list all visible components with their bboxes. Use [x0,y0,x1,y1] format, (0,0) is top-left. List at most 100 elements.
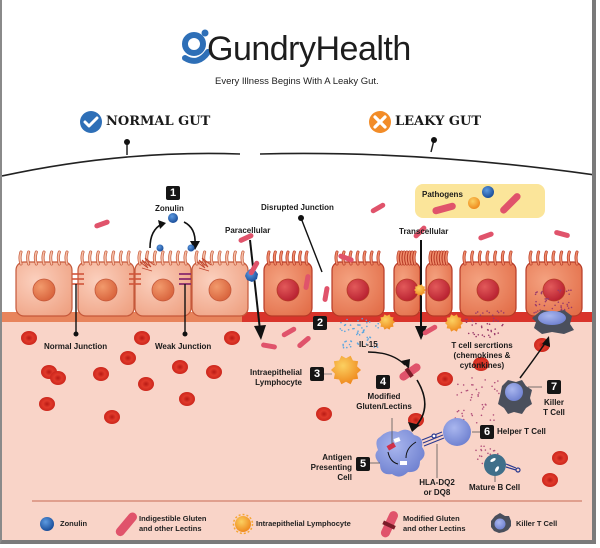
secretion-dot [568,293,570,295]
normal-junction-label: Normal Junction [44,342,108,351]
section-arc-left [2,152,241,177]
pathogen-rod [500,193,521,214]
secretion-dot [567,289,570,292]
red-blood-cell [104,410,120,424]
zonulin-particle [156,244,164,252]
secretion-dot [551,307,554,310]
red-blood-cell [21,331,37,345]
secretion-dot [487,329,489,331]
secretion-dot [365,343,368,345]
secretion-dot [497,380,499,382]
secretion-dot [493,419,495,421]
gluten-to-apc-arrow-head [408,422,420,432]
secretion-dot [456,410,459,413]
gluten-rod [248,260,260,276]
red-blood-cell [172,360,188,374]
secretion-dot [357,319,359,322]
microvillus-fill [445,251,448,265]
microvillus-fill [273,251,277,265]
secretion-dot [478,455,481,457]
gluten-rod [322,286,330,302]
secretion-dot [489,419,492,421]
weak-junction-pointer-dot [182,331,188,337]
secretion-dot [567,307,570,309]
disrupted-junction-label: Disrupted Junction [261,203,334,212]
gluten-rod [554,230,570,238]
microvillus-fill [168,251,172,265]
secretion-dot [493,333,496,336]
secretion-dot [502,312,505,314]
gundry-logo-icon [182,29,211,64]
microvillus-fill [241,251,244,265]
gluten-rod [261,342,277,350]
secretion-dot [471,414,474,417]
secretion-dot [350,340,352,342]
microvillus-fill [57,251,61,265]
secretion-dot [465,389,468,392]
intraepithelial-lymphocyte [414,284,426,296]
microvillus-fill [509,251,512,265]
microvillus-fill [145,251,149,265]
step-badge-3: 3 [310,367,324,381]
pathogen-rod [432,202,456,215]
secretion-dot [557,301,560,303]
secretion-dot [554,304,556,307]
secretion-dot [352,327,354,330]
secretion-dot [344,340,346,343]
nucleus [542,278,566,302]
red-blood-cell [134,331,150,345]
secretion-dot [472,320,474,323]
label-line: Cell [337,473,352,482]
nucleus [94,278,118,302]
secretion-dot [475,322,477,325]
secretion-dot [366,336,369,339]
nucleus [476,278,500,302]
secretion-dot [476,458,479,461]
secretion-dot [497,320,499,323]
gluten-rod [413,225,427,239]
microvillus-fill [19,251,22,265]
leaky-gut-title: LEAKY GUT [395,114,482,129]
secretion-dot [475,335,477,338]
red-blood-cell [316,407,332,421]
leaky-cell [459,250,517,317]
secretion-dot [339,327,342,330]
secretion-dot [467,332,470,335]
secretion-dot [535,311,537,314]
secretion-dot [544,298,547,300]
microvillus-fill [127,251,130,265]
secretion-dot [340,321,342,324]
secretion-dot [484,403,487,406]
gluten-rod [238,233,254,243]
antigen-presenting-cell-label: Antigen Presenting Cell [302,453,352,483]
secretion-dot [562,302,564,305]
red-blood-cell [473,357,489,371]
microvillus-fill [559,251,563,265]
microvillus-fill [161,251,164,265]
secretion-dot [376,346,379,348]
disrupted-junction-pointer-dot [298,215,304,221]
zonulin-arrow-right-head [190,241,200,250]
gluten-particles [94,202,570,350]
label-line: Modified Gluten [403,514,460,523]
normal-cell [77,250,135,317]
secretion-dot [475,312,477,314]
secretion-dot [357,343,360,345]
secretion-dot [475,388,478,391]
label-line: and other Lectins [139,524,202,533]
step-badge-6: 6 [480,425,494,439]
secretion-dot [457,383,459,386]
hla-label: HLA-DQ2 or DQ8 [414,478,460,498]
lymphocyte-icon [232,513,254,535]
microvillus-fill [202,251,206,265]
secretion-dot [543,304,546,307]
microvillus-fill [184,251,187,265]
zonulin-paracellular [245,269,258,282]
normal-cell [15,250,73,317]
hla-receptor [421,431,445,447]
secretion-dot [365,319,368,322]
microvillus-fill [335,251,338,265]
antigen-presenting-cell [375,429,425,477]
secretion-dot [497,332,500,334]
